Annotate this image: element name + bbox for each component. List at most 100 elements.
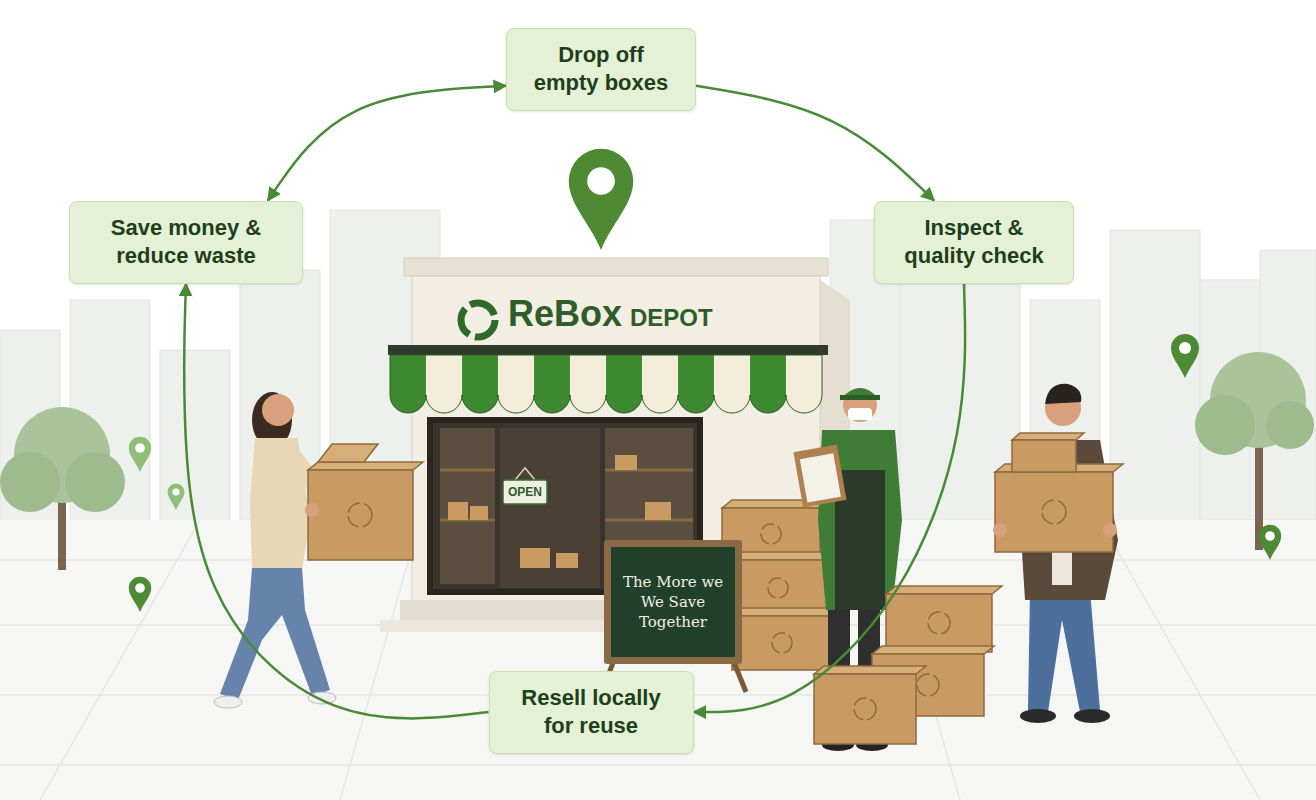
storefront [388, 345, 828, 355]
chalkboard-text: The More we We Save Together [614, 572, 732, 633]
cardboard-box [854, 698, 876, 720]
cardboard-box [1012, 440, 1076, 472]
step-box: Inspect & quality check [874, 201, 1074, 284]
cardboard-box [928, 612, 950, 634]
map-pin [172, 488, 179, 495]
step-box: Drop off empty boxes [506, 28, 696, 111]
cardboard-box [308, 444, 423, 560]
cardboard-box [886, 594, 992, 652]
cycle-arrow [184, 284, 488, 719]
man-figure [1028, 590, 1100, 712]
storefront [448, 502, 468, 520]
cardboard-box [872, 646, 994, 654]
map-pin [135, 443, 145, 453]
ground [0, 520, 1316, 800]
cardboard-box [772, 633, 792, 653]
worker-figure [793, 445, 846, 508]
map-pin [587, 167, 615, 195]
chalkboard-sign [602, 540, 746, 692]
city-skyline [160, 350, 230, 530]
man-figure [1103, 523, 1117, 537]
map-pin [129, 577, 151, 612]
open-sign [503, 480, 547, 504]
ground [0, 520, 1316, 800]
woman-figure [214, 696, 242, 708]
cardboard-box [995, 433, 1123, 552]
worker-figure [848, 408, 872, 420]
step-box: Resell locally for reuse [489, 671, 694, 754]
cycle-arrow [268, 86, 506, 201]
map-pin [168, 484, 185, 510]
woman-figure [262, 394, 294, 426]
storefront [520, 548, 550, 568]
map-pin [168, 484, 185, 510]
storefront [440, 428, 495, 584]
map-pin [569, 149, 633, 250]
map-pin [569, 149, 633, 250]
map-pin [1265, 531, 1275, 541]
cardboard-box [318, 444, 378, 462]
map-pin [129, 437, 151, 472]
map-pin [129, 437, 151, 472]
storefront [615, 455, 637, 470]
storefront [470, 506, 488, 520]
step-label: Resell locally for reuse [508, 684, 675, 741]
woman-figure [308, 692, 336, 704]
cycle-arrow [696, 86, 934, 201]
tree [1266, 401, 1314, 449]
storefront [500, 428, 600, 588]
worker-figure [843, 388, 877, 422]
striped-awning [390, 355, 822, 413]
step-label: Inspect & quality check [893, 214, 1055, 271]
map-pin [1259, 525, 1281, 560]
storefront [404, 258, 828, 276]
cardboard-box [732, 608, 842, 616]
step-label: Drop off empty boxes [525, 41, 677, 98]
storefront [556, 553, 578, 568]
cardboard-box [1042, 500, 1066, 524]
worker-figure [840, 395, 880, 400]
recycle-icon [461, 303, 495, 337]
storefront [440, 469, 495, 472]
worker-figure [793, 445, 846, 508]
cardboard-box [768, 578, 788, 598]
map-pin [1171, 334, 1199, 378]
storefront [645, 502, 671, 520]
chalkboard-sign [611, 547, 735, 657]
cardboard-box [348, 503, 372, 527]
woman-figure [220, 568, 330, 700]
map-pin [1259, 525, 1281, 560]
man-figure [1074, 709, 1110, 723]
ground [1100, 520, 1260, 800]
ground [0, 764, 1316, 766]
step-box: Save money & reduce waste [69, 201, 303, 284]
city-skyline [1110, 230, 1200, 530]
woman-figure [305, 503, 319, 517]
cardboard-box [761, 524, 781, 544]
chalkboard-sign [604, 540, 742, 664]
cycle-arrow [694, 284, 966, 712]
cardboard-box [814, 674, 916, 744]
cardboard-box [308, 462, 423, 470]
man-figure [1045, 384, 1081, 404]
store-name: ReBox [508, 296, 622, 332]
cardboard-box [814, 586, 1002, 744]
step-label: Save money & reduce waste [88, 214, 284, 271]
map-pin [129, 577, 151, 612]
map-pin [1171, 334, 1199, 378]
man-figure [993, 523, 1007, 537]
cardboard-box [886, 586, 1002, 594]
worker-figure [800, 453, 841, 502]
chalkboard-sign [733, 660, 746, 692]
ground [340, 520, 420, 800]
map-pin [135, 583, 145, 593]
cardboard-box [1012, 433, 1084, 440]
cardboard-box [732, 616, 832, 670]
cardboard-box [995, 472, 1113, 552]
tree [65, 452, 125, 512]
storefront [515, 468, 535, 480]
open-sign-text: OPEN [503, 485, 547, 499]
tree [1195, 395, 1255, 455]
store-name-suffix: DEPOT [630, 306, 713, 330]
